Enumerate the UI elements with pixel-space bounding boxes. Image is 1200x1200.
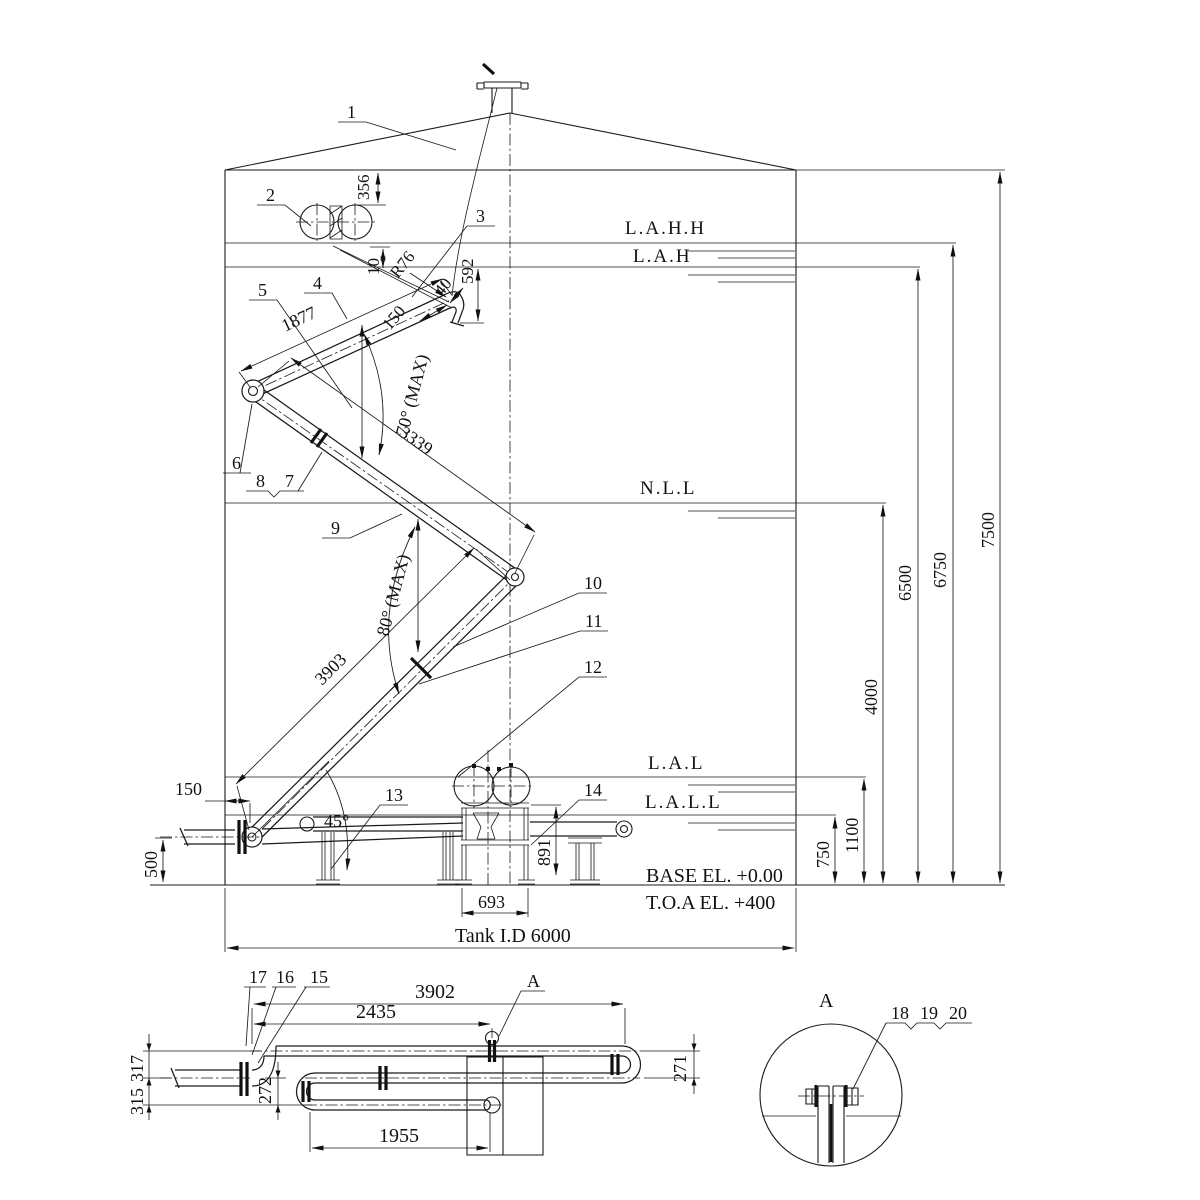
dim-tank-id: Tank I.D 6000 — [455, 925, 571, 947]
callout-14: 14 — [584, 780, 602, 800]
dim-angle-45: 45° — [324, 811, 349, 831]
dim-3902: 3902 — [415, 981, 455, 1003]
plan-stand-frame — [466, 1056, 544, 1156]
roof-nozzle — [451, 62, 529, 297]
callout-19: 19 — [920, 1003, 938, 1023]
level-label-lall: L.A.L.L — [645, 792, 722, 813]
detail-circle — [759, 1023, 903, 1167]
plan-bend-left — [295, 1072, 316, 1111]
detail-a-view: A 18 19 20 — [759, 990, 972, 1167]
dim-150-bottom: 150 — [175, 779, 202, 799]
note-toa-el: T.O.A EL. +400 — [646, 892, 775, 914]
plan-pipe-2 — [315, 1072, 622, 1084]
plan-u-bend-right — [621, 1045, 642, 1084]
dim-315: 315 — [127, 1088, 147, 1115]
level-label-lal: L.A.L — [648, 753, 704, 774]
lowered-position-assembly — [261, 750, 633, 885]
callout-9: 9 — [331, 518, 340, 538]
outlet-nozzle — [160, 820, 263, 854]
plan-view: 3902 2435 1955 271 272 317 315 17 — [127, 967, 700, 1156]
callout-10: 10 — [584, 573, 602, 593]
angle-70-arc — [363, 333, 384, 456]
callout-11: 11 — [585, 611, 602, 631]
elevation-callouts: 1 2 3 4 5 6 8 7 9 10 11 12 13 14 — [223, 102, 608, 870]
callout-18: 18 — [891, 1003, 909, 1023]
level-label-lah: L.A.H — [633, 246, 692, 267]
plan-callouts: 17 16 15 A — [244, 967, 545, 1064]
level-label-nll: N.L.L — [640, 478, 696, 499]
bolt-shank — [829, 1104, 833, 1162]
nozzle-handle — [481, 62, 496, 76]
dim-1100: 1100 — [842, 818, 862, 853]
dim-3903: 3903 — [311, 649, 351, 689]
arm3-flange — [409, 656, 433, 680]
tank-shell — [224, 112, 797, 885]
detail-callouts: 18 19 20 — [852, 1003, 972, 1090]
callout-8: 8 — [256, 471, 265, 491]
callout-13: 13 — [385, 785, 403, 805]
water-surface-symbols — [688, 250, 795, 831]
level-dimension-chain: 750 1100 4000 6500 6750 7500 — [813, 171, 1003, 884]
pipe-supports — [316, 832, 602, 885]
dim-592: 592 — [458, 259, 477, 285]
dim-6750: 6750 — [930, 552, 950, 588]
dim-271: 271 — [670, 1055, 690, 1082]
pipe-end-cap — [615, 820, 633, 838]
callout-17: 17 — [249, 967, 267, 987]
callout-4: 4 — [313, 273, 322, 293]
dim-angle-80: 80° (MAX) — [373, 552, 415, 638]
callout-16: 16 — [276, 967, 294, 987]
angle-45-ref — [251, 760, 330, 838]
section-marker-a: A — [527, 971, 540, 991]
dim-6500: 6500 — [895, 565, 915, 601]
bolt-nuts — [805, 1087, 859, 1106]
elbow-joint-2 — [505, 567, 525, 587]
callout-15: 15 — [310, 967, 328, 987]
callout-12: 12 — [584, 657, 602, 677]
callout-6: 6 — [232, 453, 241, 473]
plan-elbow — [251, 1045, 277, 1087]
dim-317: 317 — [127, 1055, 147, 1082]
plan-dimensions: 3902 2435 1955 271 272 317 315 — [127, 981, 700, 1152]
level-label-lahh: L.A.H.H — [625, 218, 706, 239]
detail-bolted-joint — [762, 1085, 901, 1163]
callout-1: 1 — [347, 102, 356, 122]
plan-piping — [160, 1030, 642, 1156]
dim-891: 891 — [534, 839, 554, 866]
float-cables — [332, 245, 453, 309]
callout-3: 3 — [476, 206, 485, 226]
dim-693: 693 — [478, 892, 505, 912]
arm2-flange — [309, 428, 329, 448]
dim-2435: 2435 — [356, 1001, 396, 1023]
dim-1955: 1955 — [379, 1125, 419, 1147]
elbow-joint-1 — [241, 379, 265, 403]
float-stand-frame — [455, 802, 535, 885]
dim-500: 500 — [141, 851, 161, 878]
callout-2: 2 — [266, 185, 275, 205]
dim-10: 10 — [364, 258, 383, 275]
dim-4000: 4000 — [861, 679, 881, 715]
callout-20: 20 — [949, 1003, 967, 1023]
dim-7500: 7500 — [978, 512, 998, 548]
dim-356: 356 — [354, 175, 373, 201]
detail-a-title: A — [819, 990, 834, 1012]
plan-pipe-1 — [264, 1045, 622, 1057]
suction-funnel — [472, 812, 500, 840]
guide-cable — [451, 87, 498, 297]
dim-750: 750 — [813, 841, 833, 868]
suction-arms — [241, 291, 525, 843]
angle-45-arc — [325, 769, 351, 871]
callout-7: 7 — [285, 471, 294, 491]
callout-5: 5 — [258, 280, 267, 300]
dim-272: 272 — [255, 1077, 275, 1104]
elevation-view: L.A.H.H L.A.H N.L.L L.A.L L.A.L.L 750 11… — [141, 62, 1005, 952]
level-lines: L.A.H.H L.A.H N.L.L L.A.L L.A.L.L — [225, 218, 956, 831]
note-base-el: BASE EL. +0.00 — [646, 865, 783, 887]
